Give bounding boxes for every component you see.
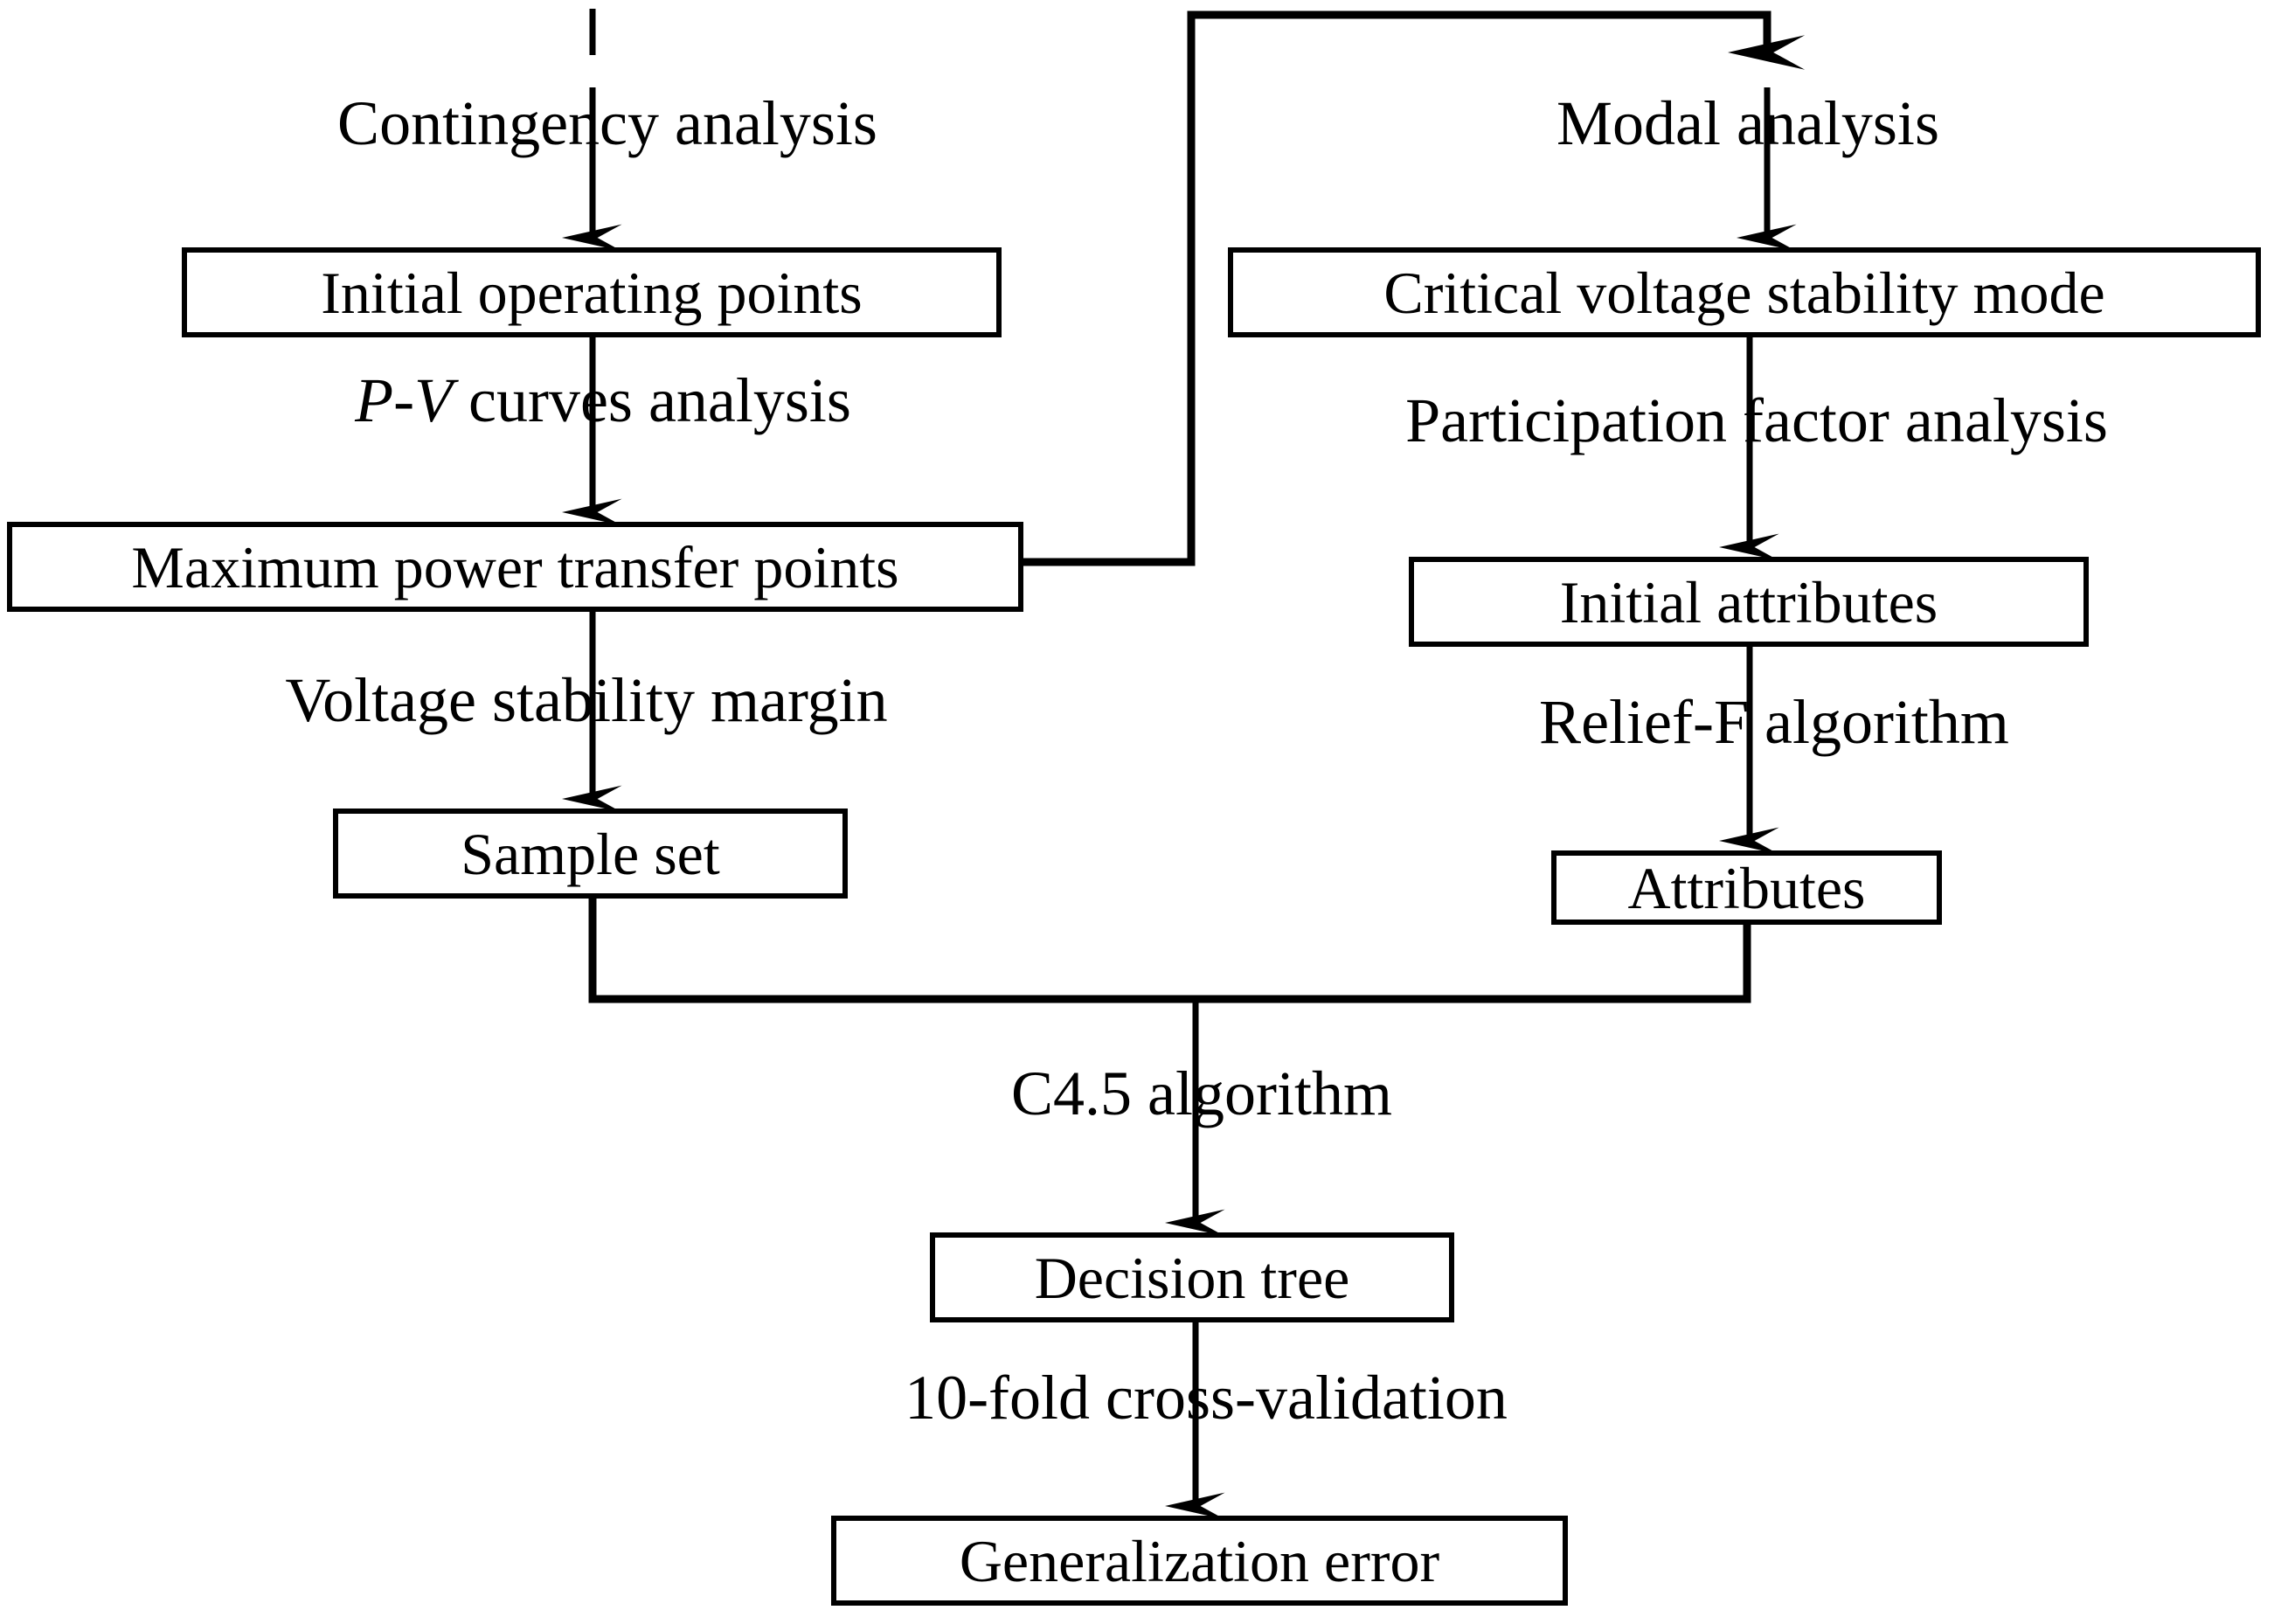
edge-label-pv-curves-analysis-spacer — [453, 365, 468, 435]
edge-label-participation-factor-analysis-text: Participation factor analysis — [1405, 385, 2108, 455]
node-attributes[interactable]: Attributes — [1551, 850, 1942, 925]
node-maximum-power-transfer-points-label: Maximum power transfer points — [131, 533, 899, 600]
edge-label-relief-f-algorithm-text: Relief-F algorithm — [1539, 687, 2009, 757]
node-generalization-error[interactable]: Generalization error — [831, 1516, 1568, 1606]
edge-label-c45-algorithm: C4.5 algorithm — [953, 1062, 1451, 1125]
edge-label-ten-fold-cross-validation-text: 10-fold cross-validation — [905, 1363, 1508, 1433]
node-initial-operating-points[interactable]: Initial operating points — [182, 247, 1002, 337]
edge-label-c45-algorithm-text: C4.5 algorithm — [1011, 1058, 1392, 1128]
edge-sample-set-down-to-merge-bar — [588, 899, 1751, 1003]
edge-label-modal-analysis: Modal analysis — [1477, 92, 2019, 155]
node-critical-voltage-stability-mode[interactable]: Critical voltage stability mode — [1228, 247, 2261, 337]
edge-label-voltage-stability-margin-text: Voltage stability margin — [285, 665, 888, 735]
node-generalization-error-label: Generalization error — [959, 1527, 1440, 1594]
node-maximum-power-transfer-points[interactable]: Maximum power transfer points — [7, 522, 1023, 612]
edge-label-pv-curves-analysis: P-V curves analysis — [288, 369, 918, 432]
node-initial-operating-points-label: Initial operating points — [321, 259, 863, 326]
edge-label-participation-factor-analysis: Participation factor analysis — [1285, 389, 2229, 452]
edge-label-ten-fold-cross-validation: 10-fold cross-validation — [813, 1366, 1599, 1429]
edge-label-relief-f-algorithm: Relief-F algorithm — [1468, 691, 2080, 753]
node-decision-tree[interactable]: Decision tree — [930, 1232, 1454, 1322]
node-sample-set[interactable]: Sample set — [333, 809, 848, 899]
edge-label-contingency-analysis: Contingency analysis — [253, 92, 961, 155]
node-initial-attributes[interactable]: Initial attributes — [1409, 557, 2089, 647]
edge-label-voltage-stability-margin: Voltage stability margin — [206, 669, 967, 732]
edge-label-pv-curves-analysis-italic-prefix: P-V — [355, 365, 454, 435]
edge-label-pv-curves-analysis-text: curves analysis — [468, 365, 851, 435]
node-decision-tree-label: Decision tree — [1034, 1244, 1350, 1311]
edge-label-contingency-analysis-text: Contingency analysis — [337, 88, 877, 158]
node-initial-attributes-label: Initial attributes — [1559, 568, 1938, 635]
edge-maximum-power-transfer-points-to-modal-analysis-feedback — [1023, 10, 1806, 566]
node-critical-voltage-stability-mode-label: Critical voltage stability mode — [1383, 259, 2105, 326]
node-attributes-label: Attributes — [1627, 854, 1866, 921]
node-sample-set-label: Sample set — [461, 820, 720, 887]
edge-label-modal-analysis-text: Modal analysis — [1556, 88, 1939, 158]
